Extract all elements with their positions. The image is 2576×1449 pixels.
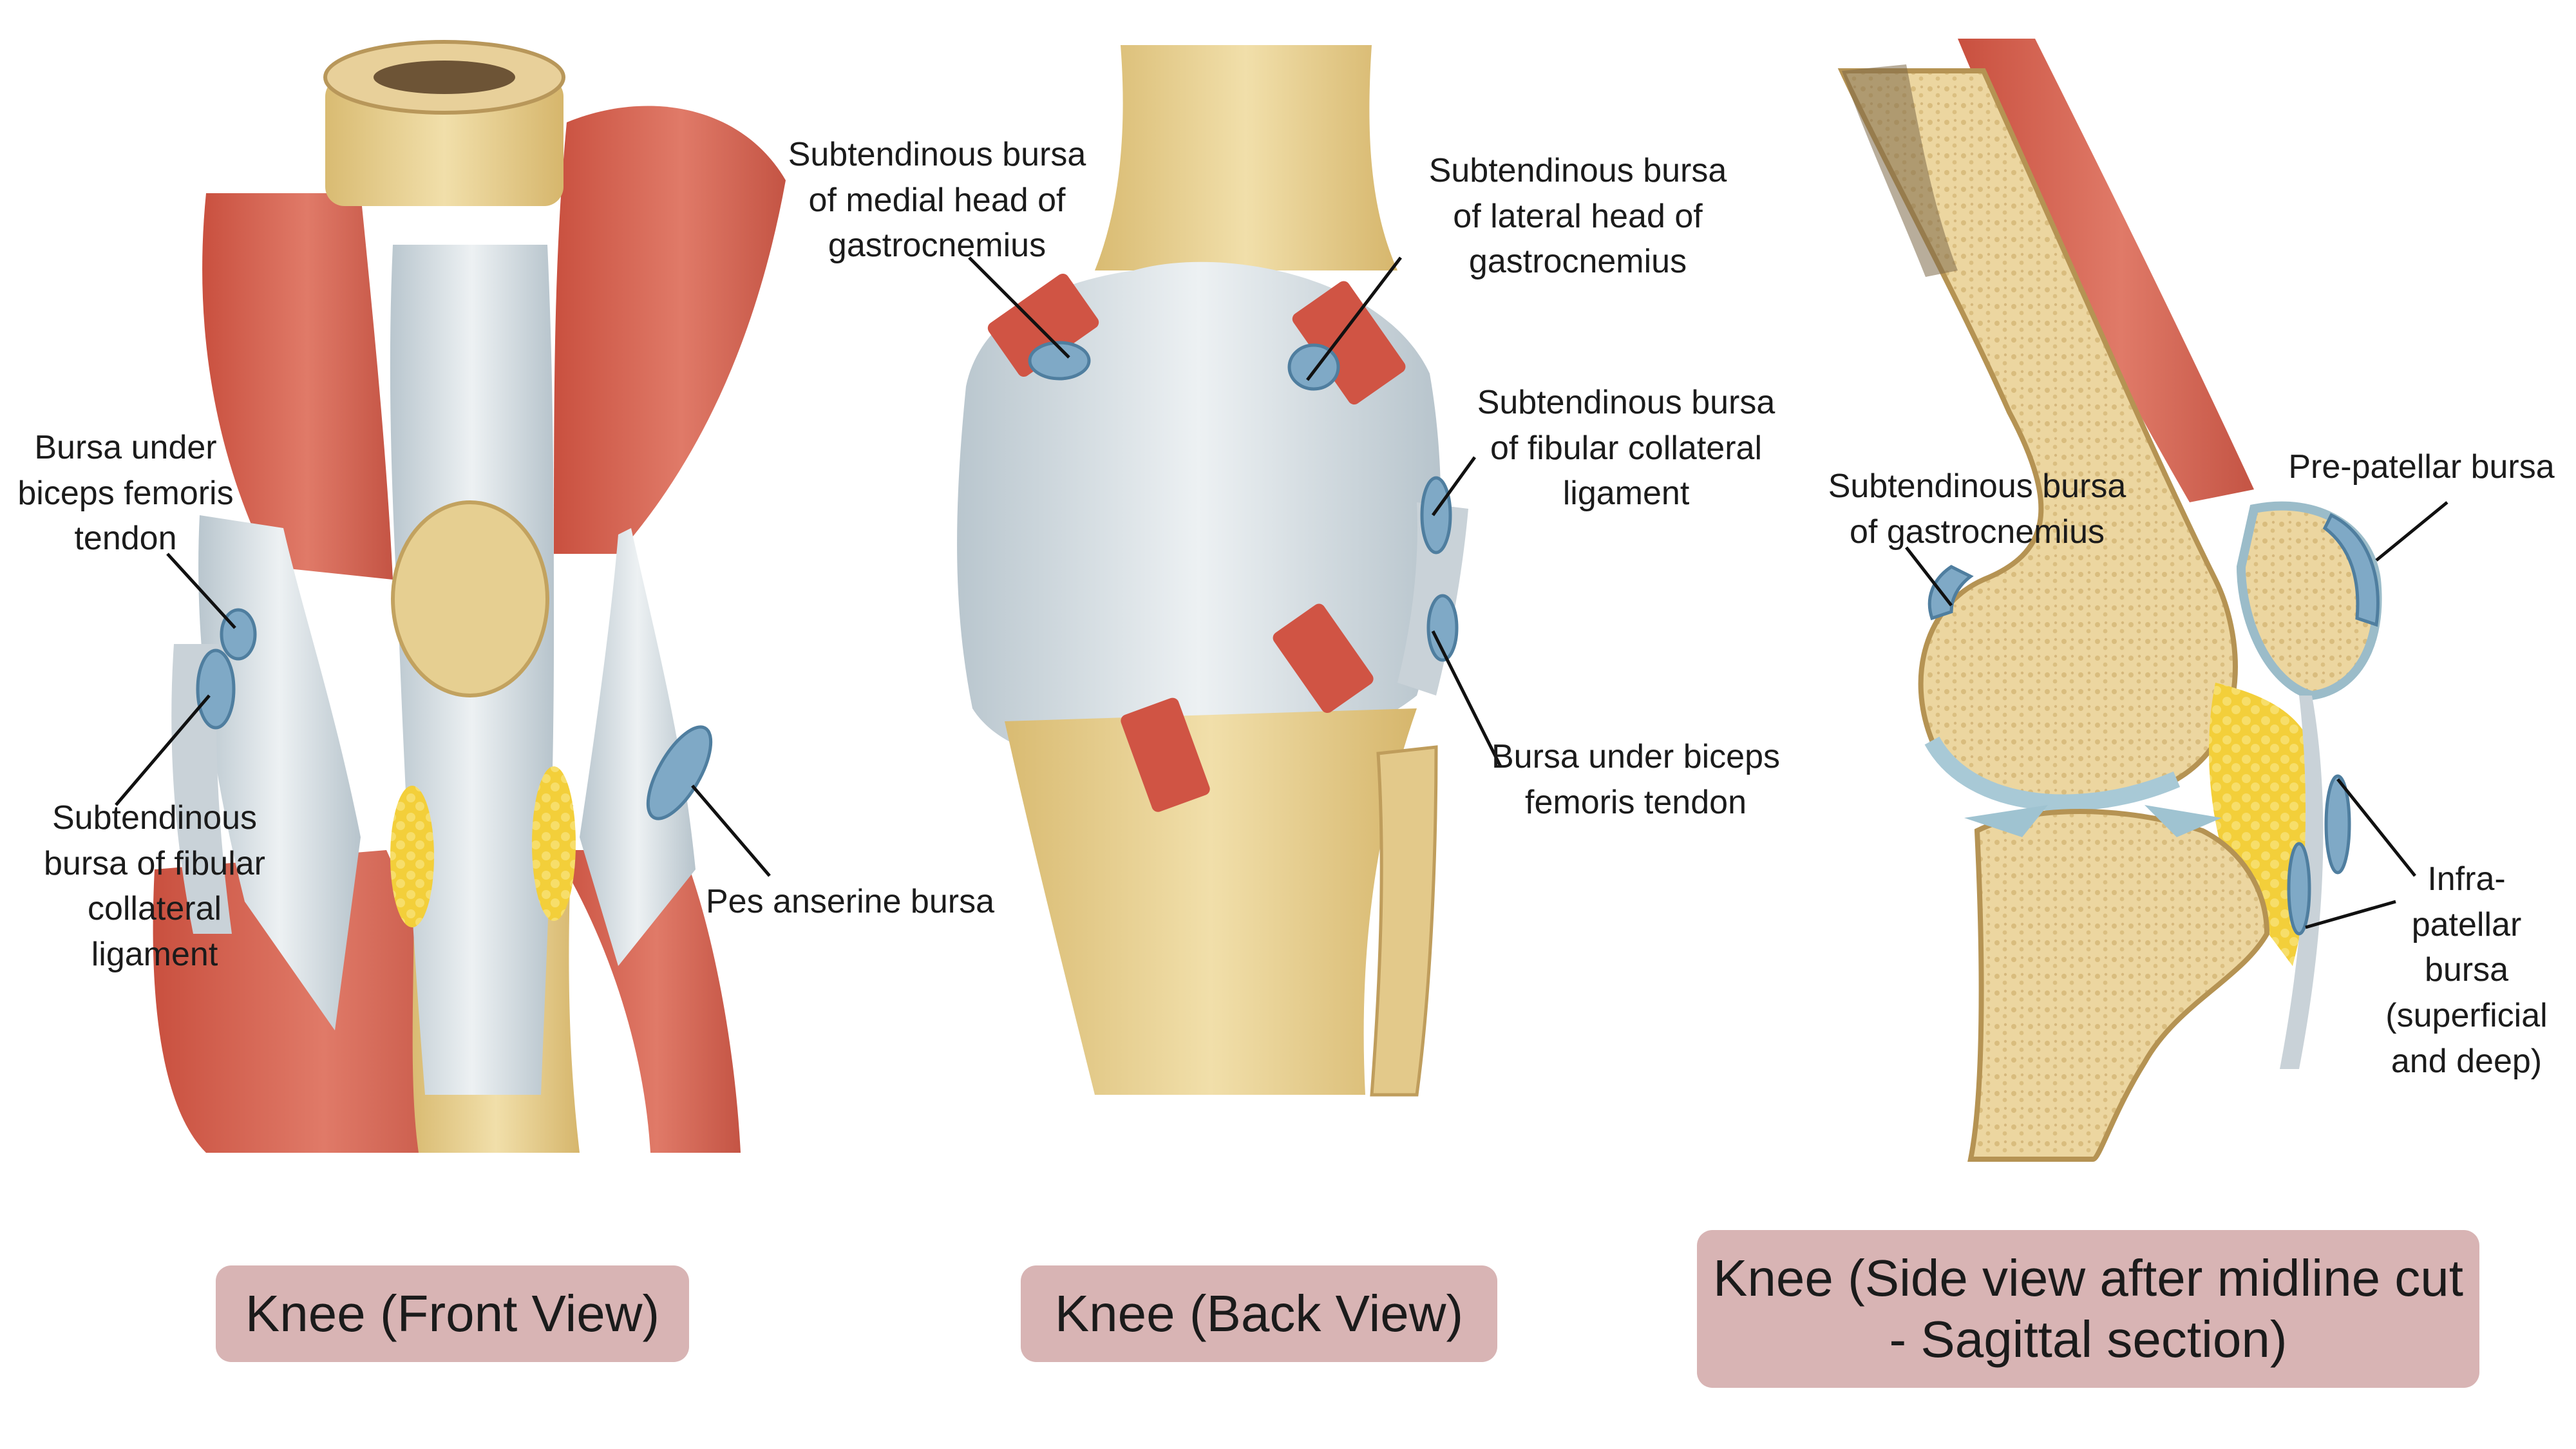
- label-line: gastrocnemius: [1468, 243, 1687, 281]
- label-line: Subtendinous bursa: [1477, 384, 1776, 421]
- label-line: Subtendinous bursa: [1828, 468, 2126, 505]
- label-line: Bursa under: [34, 429, 217, 466]
- label-line: patellar: [2411, 905, 2522, 943]
- label-line: bursa: [2424, 951, 2509, 989]
- label-bursa-under-biceps-femoris-back: Bursa under biceps femoris tendon: [1455, 734, 1816, 825]
- label-infrapatellar-bursa: Infra- patellar bursa (superficial and d…: [2370, 857, 2563, 1084]
- front-view-illustration: [115, 40, 786, 1153]
- caption-line: Knee (Back View): [1054, 1284, 1464, 1342]
- label-line: Infra-: [2427, 860, 2506, 898]
- caption-line: Knee (Side view after midline cut: [1713, 1249, 2463, 1307]
- caption-line: Knee (Front View): [245, 1284, 660, 1342]
- label-subtendinous-bursa-gastrocnemius-side: Subtendinous bursa of gastrocnemius: [1797, 464, 2157, 554]
- label-subtendinous-bursa-fibular-front: Subtendinous bursa of fibular collateral…: [19, 795, 290, 978]
- label-bursa-under-biceps-femoris-front: Bursa under biceps femoris tendon: [0, 425, 251, 562]
- caption-front-view: Knee (Front View): [216, 1265, 689, 1362]
- label-line: and deep): [2391, 1042, 2543, 1080]
- caption-sagittal-view: Knee (Side view after midline cut - Sagi…: [1697, 1230, 2479, 1388]
- label-pes-anserine-bursa: Pes anserine bursa: [683, 879, 1018, 925]
- caption-line: - Sagittal section): [1889, 1310, 2287, 1368]
- back-view-illustration: [957, 45, 1502, 1097]
- label-line: (superficial: [2385, 997, 2548, 1035]
- label-line: ligament: [91, 936, 218, 974]
- label-bursa-lateral-head-gastrocnemius: Subtendinous bursa of lateral head of ga…: [1397, 148, 1758, 285]
- label-line: tendon: [74, 520, 177, 558]
- label-line: bursa of fibular: [44, 844, 265, 882]
- label-line: collateral: [87, 890, 222, 928]
- sagittal-view-illustration: [1837, 39, 2448, 1162]
- label-line: Subtendinous bursa: [1428, 152, 1727, 189]
- label-line: gastrocnemius: [828, 227, 1046, 265]
- label-bursa-fibular-collateral-back: Subtendinous bursa of fibular collateral…: [1436, 380, 1816, 516]
- caption-back-view: Knee (Back View): [1021, 1265, 1497, 1362]
- label-line: of lateral head of: [1453, 197, 1703, 235]
- label-line: femoris tendon: [1525, 783, 1747, 821]
- label-line: of gastrocnemius: [1850, 513, 2105, 551]
- label-prepatellar-bursa: Pre-patellar bursa: [2267, 444, 2576, 490]
- label-line: Bursa under biceps: [1491, 738, 1781, 775]
- label-line: of medial head of: [808, 181, 1066, 219]
- label-line: Pes anserine bursa: [705, 883, 995, 920]
- label-line: Subtendinous: [52, 799, 258, 837]
- label-line: of fibular collateral: [1490, 429, 1762, 467]
- label-line: ligament: [1562, 475, 1690, 513]
- label-line: Pre-patellar bursa: [2288, 448, 2555, 486]
- label-line: biceps femoris: [17, 474, 234, 512]
- label-line: Subtendinous bursa: [788, 136, 1086, 173]
- label-bursa-medial-head-gastrocnemius: Subtendinous bursa of medial head of gas…: [760, 132, 1114, 269]
